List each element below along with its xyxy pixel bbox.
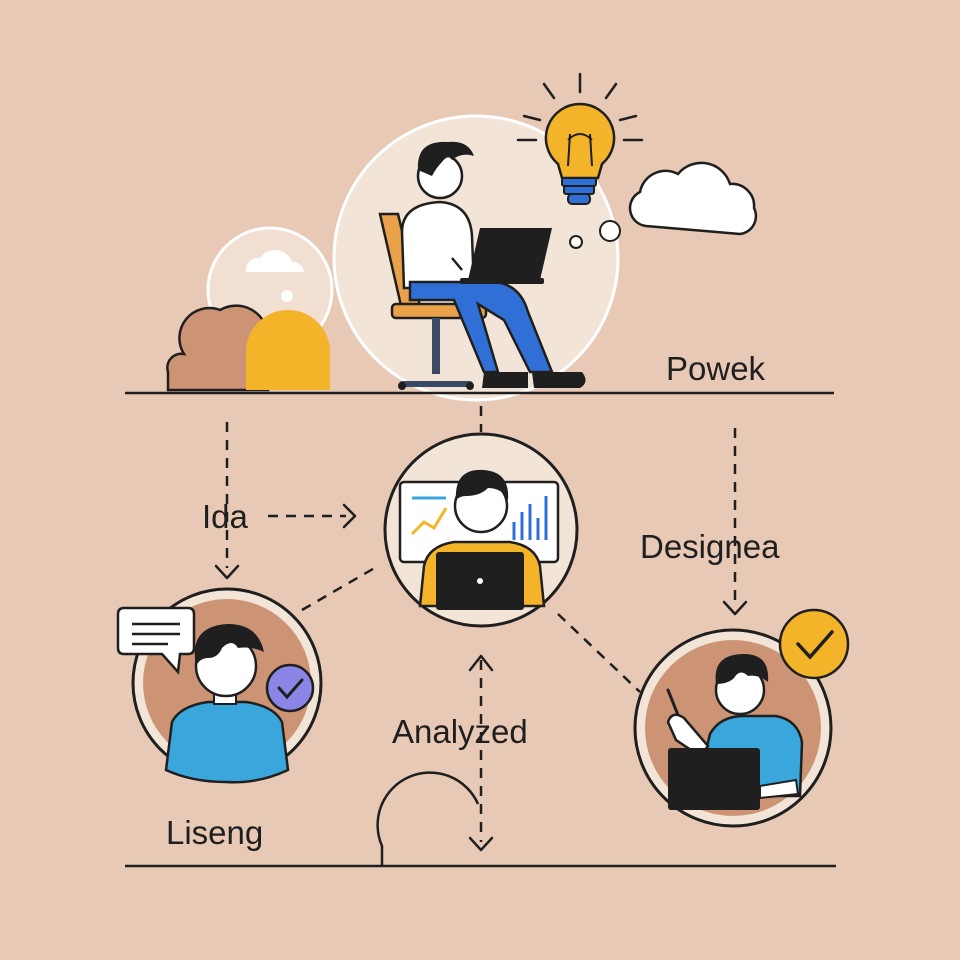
laptop-icon bbox=[460, 228, 552, 284]
lightbulb-icon bbox=[516, 72, 644, 205]
checkmark-icon bbox=[265, 663, 315, 713]
arrowheads bbox=[214, 503, 748, 852]
laptop-icon bbox=[668, 748, 760, 810]
small-cloud-icon bbox=[245, 249, 304, 272]
left-decoration bbox=[166, 226, 334, 392]
connectors bbox=[225, 406, 737, 842]
label-designea: Designea bbox=[640, 528, 780, 565]
label-ida: Ida bbox=[202, 498, 248, 535]
analysis-node bbox=[383, 432, 579, 628]
label-powek: Powek bbox=[666, 350, 766, 387]
label-analyzed: Analyzed bbox=[392, 713, 528, 750]
speech-bubble-icon bbox=[116, 606, 196, 675]
checkmark-icon bbox=[778, 608, 850, 680]
label-liseng: Liseng bbox=[166, 814, 264, 851]
bottom-arc bbox=[376, 771, 480, 866]
cloud-icon bbox=[628, 161, 758, 236]
laptop-icon bbox=[436, 552, 524, 610]
person-on-chair bbox=[378, 141, 586, 390]
design-node bbox=[633, 628, 833, 828]
